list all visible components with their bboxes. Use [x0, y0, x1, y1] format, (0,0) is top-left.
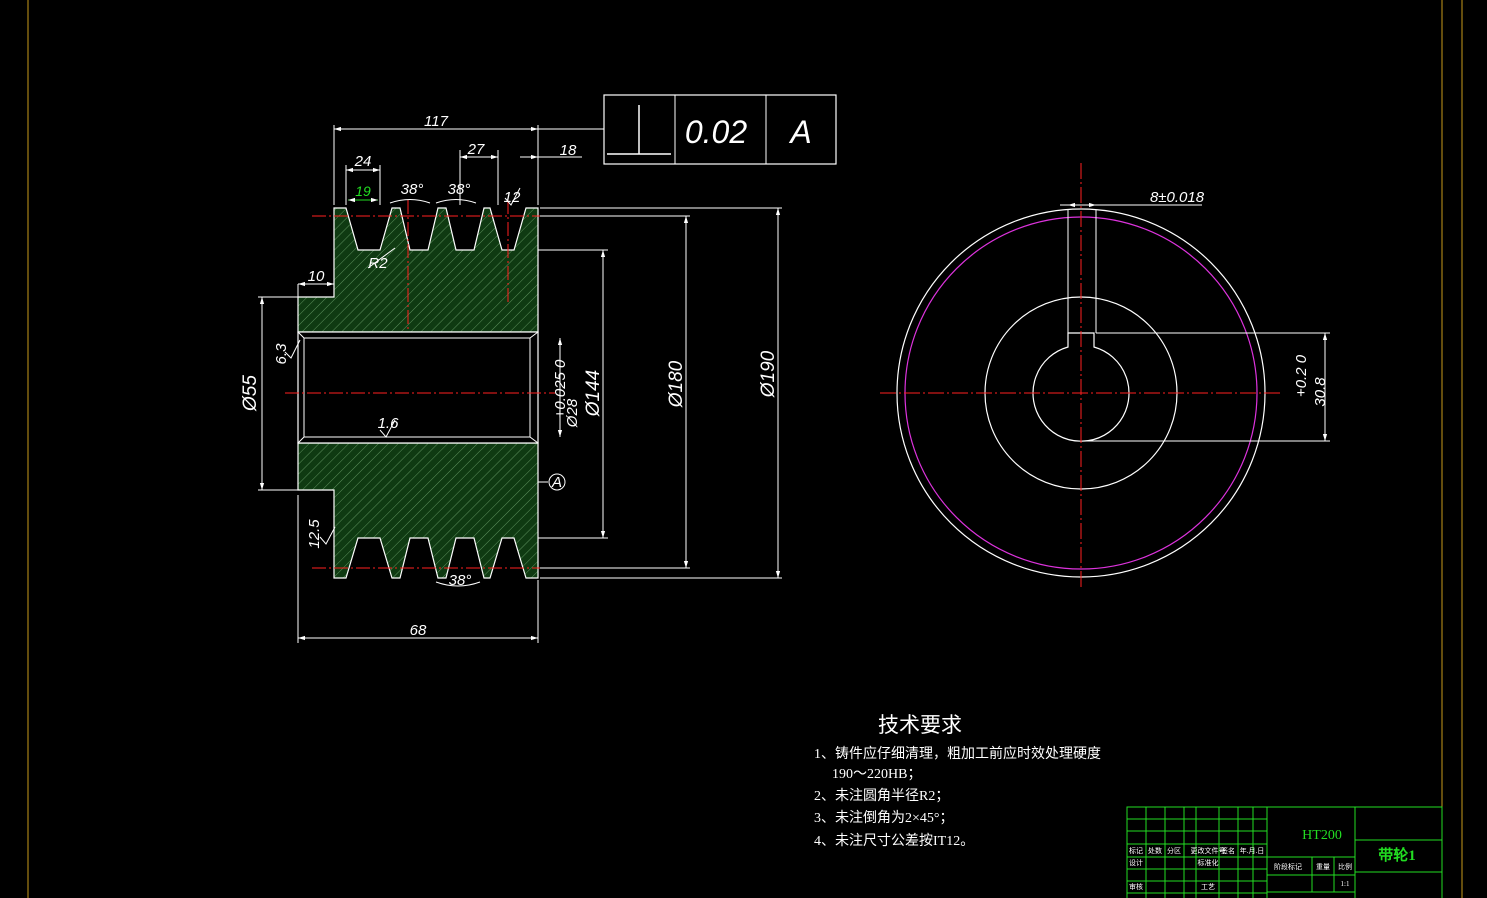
dim-27: 27 — [467, 141, 485, 158]
tech-req-item-2: 2、未注圆角半径R2； — [814, 788, 949, 804]
tech-req-item-4: 4、未注尺寸公差按IT12。 — [814, 833, 974, 849]
tb-label-standard: 标准化 — [1198, 858, 1219, 867]
front-view: 8±0.018 30.8 +0.2 0 — [880, 163, 1330, 588]
key-depth-tolerance: +0.2 0 — [1293, 354, 1310, 397]
key-width-dim: 8±0.018 — [1150, 189, 1205, 206]
tech-req-item-1b: 190～220HB； — [832, 767, 921, 782]
part-name: 带轮1 — [1378, 846, 1416, 864]
roughness-12-5: 12.5 — [306, 519, 323, 549]
tb-label-ratio: 比例 — [1338, 862, 1352, 871]
dim-117: 117 — [424, 113, 449, 130]
dim-phi190: Ø190 — [758, 350, 779, 398]
tb-label-zone: 分区 — [1167, 846, 1181, 855]
roughness-1-6: 1.6 — [378, 415, 400, 432]
roughness-6-3: 6.3 — [273, 343, 290, 365]
tb-label-review: 审核 — [1129, 882, 1143, 891]
tb-label-date: 年.月.日 — [1240, 846, 1265, 855]
dim-18: 18 — [560, 142, 577, 159]
dim-phi28: Ø28 — [564, 398, 581, 428]
section-view: 0.02 A 117 24 19 27 18 38° 38° 38° 12 R2… — [240, 94, 837, 643]
title-block-text: HT200 带轮1 1:1 标记 处数 分区 更改文件号 签名 年.月.日 设计… — [1129, 828, 1416, 891]
lower-section — [297, 442, 539, 579]
dim-angle-1: 38° — [401, 181, 424, 198]
tb-label-process: 工艺 — [1201, 883, 1215, 891]
dim-r2: R2 — [368, 255, 388, 272]
tb-label-mark: 标记 — [1129, 846, 1143, 855]
technical-requirements: 技术要求 1、铸件应仔细清理，粗加工前应时效处理硬度 190～220HB； 2、… — [814, 713, 1101, 849]
dim-19: 19 — [355, 183, 371, 199]
dimension-texts: 117 24 19 27 18 38° 38° 38° 12 R2 10 6.3… — [240, 113, 779, 639]
tolerance-value: 0.02 — [685, 114, 747, 150]
key-depth-dim: 30.8 — [1312, 377, 1329, 407]
dim-10: 10 — [308, 268, 325, 285]
tech-req-title: 技术要求 — [878, 713, 962, 737]
tech-req-item-3: 3、未注倒角为2×45°； — [814, 810, 954, 826]
dim-12: 12 — [504, 189, 521, 206]
section-center-lines — [285, 200, 620, 569]
bore-keyway — [1032, 332, 1130, 442]
tolerance-datum: A — [788, 114, 811, 150]
dim-phi55: Ø55 — [240, 375, 261, 412]
datum-a-label: A — [551, 474, 562, 491]
dim-24: 24 — [354, 153, 372, 170]
scale: 1:1 — [1341, 880, 1350, 888]
dim-phi180: Ø180 — [666, 360, 687, 408]
tb-label-stage: 阶段标记 — [1274, 862, 1302, 871]
dim-angle-3: 38° — [449, 572, 472, 589]
dim-phi144: Ø144 — [583, 370, 604, 417]
tb-label-design: 设计 — [1129, 858, 1143, 867]
dim-phi28-tolerance: +0.025 0 — [552, 359, 569, 418]
drawing-border — [27, 0, 1463, 898]
tb-label-sign: 签名 — [1221, 846, 1235, 855]
bore — [297, 331, 539, 444]
tb-label-weight: 重量 — [1316, 863, 1330, 871]
tb-label-count: 处数 — [1148, 846, 1162, 855]
dimension-lines — [258, 125, 782, 643]
upper-section — [297, 207, 539, 333]
title-block — [1126, 806, 1443, 898]
tb-label-doc: 更改文件号 — [1191, 846, 1226, 855]
tech-req-item-1: 1、铸件应仔细清理，粗加工前应时效处理硬度 — [814, 745, 1101, 762]
geometric-tolerance-frame: 0.02 A — [603, 94, 837, 165]
dim-angle-2: 38° — [448, 181, 471, 198]
material: HT200 — [1302, 828, 1342, 843]
dim-68: 68 — [410, 622, 427, 639]
